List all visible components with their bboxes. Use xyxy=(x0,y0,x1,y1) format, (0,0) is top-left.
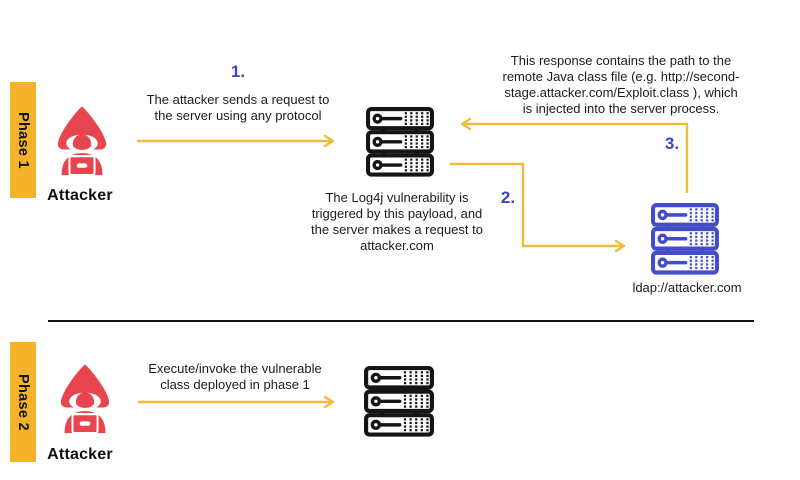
log4j-caption: The Log4j vulnerability is triggered by … xyxy=(311,190,483,253)
attacker-icon-phase1 xyxy=(56,105,108,177)
arrow-step2 xyxy=(450,162,626,253)
server-icon-ldap-attacker xyxy=(651,203,719,276)
phase-divider xyxy=(48,320,754,322)
step1-number: 1. xyxy=(230,62,246,81)
step2-number: 2. xyxy=(500,188,516,207)
attacker-icon-phase2 xyxy=(59,363,111,435)
server-icon-phase2 xyxy=(364,366,434,438)
attacker-label-phase2: Attacker xyxy=(47,446,113,463)
phase1-bar: Phase 1 xyxy=(10,82,36,198)
phase2-label: Phase 2 xyxy=(15,373,31,431)
server-icon-vulnerable xyxy=(366,107,434,178)
step3-number: 3. xyxy=(664,134,680,153)
ldap-server-label: ldap://attacker.com xyxy=(632,280,742,295)
step1-caption: The attacker sends a request to the serv… xyxy=(146,92,330,123)
attacker-label-phase1: Attacker xyxy=(47,187,113,204)
phase2-execute-caption: Execute/invoke the vulnerable class depl… xyxy=(148,361,322,392)
arrow-step3 xyxy=(460,117,689,193)
phase2-bar: Phase 2 xyxy=(10,342,36,462)
phase1-label: Phase 1 xyxy=(15,111,31,169)
response-caption: This response contains the path to the r… xyxy=(502,53,740,116)
